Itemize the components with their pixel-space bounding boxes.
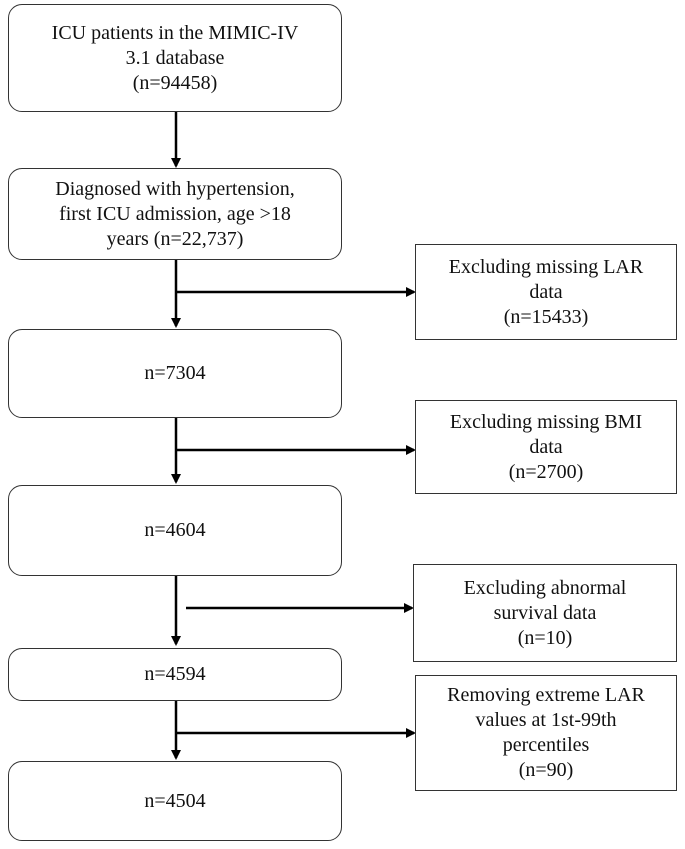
box-line: Excluding abnormal [463,576,627,599]
box-exclude-missing-bmi: Excluding missing BMI data (n=2700) [415,400,677,494]
box-line: ICU patients in the MIMIC-IV [51,21,299,44]
box-icu-patients: ICU patients in the MIMIC-IV 3.1 databas… [8,4,342,112]
box-line: (n=94458) [132,71,218,94]
box-line: survival data [493,601,597,624]
box-exclude-missing-lar: Excluding missing LAR data (n=15433) [415,244,677,340]
box-line: Diagnosed with hypertension, [55,177,295,200]
box-exclude-abnormal-survival: Excluding abnormal survival data (n=10) [413,564,677,662]
box-line: n=7304 [144,362,206,384]
box-line: n=4604 [144,519,206,541]
box-count-4504: n=4504 [8,761,342,841]
box-line: data [529,280,563,303]
box-line: 3.1 database [125,46,225,69]
box-line: (n=2700) [508,460,584,483]
box-line: (n=15433) [503,305,589,328]
box-count-7304: n=7304 [8,329,342,418]
box-count-4604: n=4604 [8,485,342,576]
box-line: Removing extreme LAR [447,684,645,706]
box-line: years (n=22,737) [106,227,244,250]
box-hypertension-criteria: Diagnosed with hypertension, first ICU a… [8,168,342,260]
box-line: (n=10) [517,626,573,649]
box-remove-extreme-lar: Removing extreme LAR values at 1st-99th … [415,675,677,791]
box-count-4594: n=4594 [8,648,342,701]
box-line: n=4594 [144,663,206,685]
box-line: data [529,435,563,458]
box-line: percentiles [502,734,590,756]
box-line: n=4504 [144,789,206,812]
box-line: Excluding missing LAR [448,255,644,278]
box-line: first ICU admission, age >18 [59,202,291,225]
box-line: (n=90) [518,759,574,781]
box-line: values at 1st-99th [475,709,617,731]
box-line: Excluding missing BMI [449,410,643,433]
